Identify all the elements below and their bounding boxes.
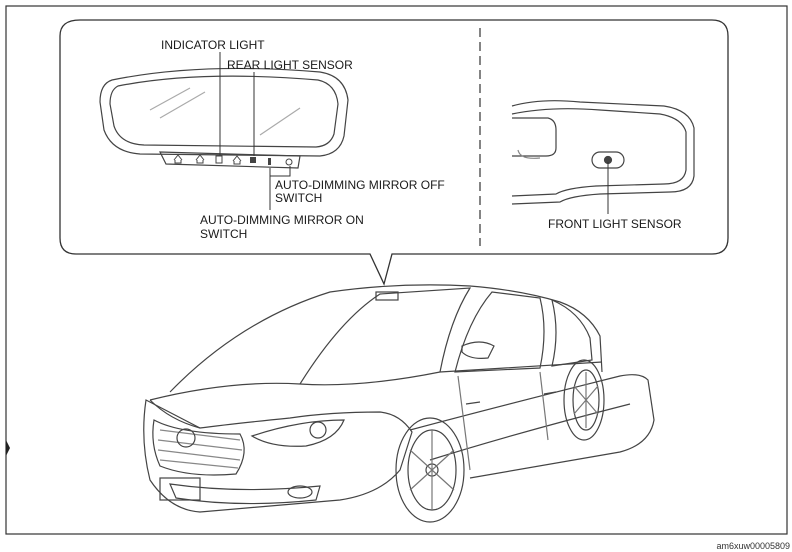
label-rear-light-sensor: REAR LIGHT SENSOR [227,58,353,72]
home-icon [195,154,205,164]
reference-id: am6xuw00005809 [716,541,790,551]
on-switch-icon [268,158,271,165]
label-on-switch-line2: SWITCH [200,227,248,241]
label-indicator-light: INDICATOR LIGHT [161,38,265,52]
page-marker [6,440,10,456]
rearview-mirror-front [511,100,695,205]
figure-border [5,5,788,535]
label-on-switch-line1: AUTO-DIMMING MIRROR ON [200,213,364,227]
leader-lines [219,52,291,210]
car-illustration [143,284,655,523]
label-off-switch-line1: AUTO-DIMMING MIRROR OFF [275,178,445,192]
label-off-switch-line2: SWITCH [275,191,323,205]
sensor-icon [250,157,256,163]
off-switch-icon [285,158,293,166]
home-icon [173,154,183,164]
indicator-light-icon [215,155,223,164]
home-icon [232,155,242,165]
rearview-mirror-rear [99,67,349,169]
emblem-icon [176,428,196,448]
label-front-light-sensor: FRONT LIGHT SENSOR [548,217,682,231]
callout-balloon [59,19,729,286]
